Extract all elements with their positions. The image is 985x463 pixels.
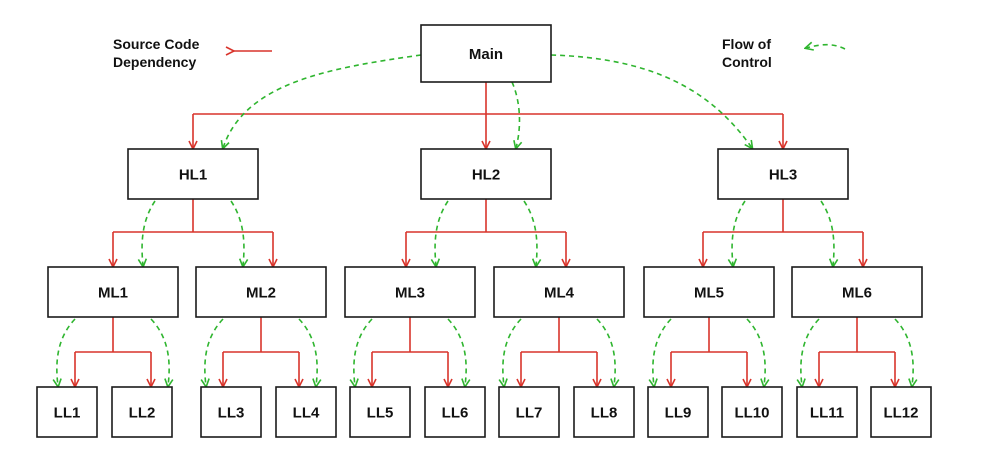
ml3-box: ML3 (344, 266, 476, 318)
flow-ml1-to-ll2 (150, 318, 169, 386)
hl1-box-label: HL1 (179, 167, 207, 184)
ll6-box-label: LL6 (442, 405, 469, 422)
flow-hl1-to-ml2 (230, 200, 244, 266)
flow-ml6-to-ll12 (894, 318, 913, 386)
ll10-box: LL10 (721, 386, 783, 438)
ll1-box-box (36, 386, 98, 438)
ll4-box-box (275, 386, 337, 438)
flow-hl3-to-ml5 (732, 200, 746, 266)
ll3-box-box (200, 386, 262, 438)
ml6-box-box (791, 266, 923, 318)
ll3-box: LL3 (200, 386, 262, 438)
ml4-box-label: ML4 (544, 285, 575, 302)
ll8-box-box (573, 386, 635, 438)
ll5-box-box (349, 386, 411, 438)
flow-ml6-to-ll11 (801, 318, 820, 386)
legend-flow-line1: Flow of (722, 36, 771, 52)
ml2-box-label: ML2 (246, 285, 276, 302)
ll3-box-label: LL3 (218, 405, 245, 422)
ll9-box: LL9 (647, 386, 709, 438)
ll6-box-box (424, 386, 486, 438)
ll4-box: LL4 (275, 386, 337, 438)
hl1-box-box (127, 148, 259, 200)
flow-hl2-to-ml3 (435, 200, 449, 266)
main-box: Main (420, 24, 552, 83)
legend-dependency: Source Code Dependency (113, 36, 272, 70)
flow-ml1-to-ll1 (57, 318, 76, 386)
ml4-box: ML4 (493, 266, 625, 318)
ll9-box-box (647, 386, 709, 438)
ll7-box-box (498, 386, 560, 438)
ll11-box-label: LL11 (810, 405, 844, 422)
ll10-box-label: LL10 (734, 405, 769, 422)
flow-ml4-to-ll7 (503, 318, 522, 386)
hl2-box: HL2 (420, 148, 552, 200)
ml1-box: ML1 (47, 266, 179, 318)
ll12-box-box (870, 386, 932, 438)
flow-ml5-to-ll10 (746, 318, 765, 386)
ml4-box-box (493, 266, 625, 318)
hl1-box: HL1 (127, 148, 259, 200)
ll8-box-label: LL8 (591, 405, 618, 422)
ml2-box: ML2 (195, 266, 327, 318)
hl3-box: HL3 (717, 148, 849, 200)
ll1-box: LL1 (36, 386, 98, 438)
flow-ml2-to-ll4 (298, 318, 317, 386)
ll7-box-label: LL7 (516, 405, 543, 422)
main-box-box (420, 24, 552, 83)
main-box-label: Main (469, 46, 503, 63)
flow-hl3-to-ml6 (820, 200, 834, 266)
hl3-box-label: HL3 (769, 167, 797, 184)
flow-ml3-to-ll6 (447, 318, 466, 386)
flow-main-to-hl2 (511, 81, 519, 148)
hl2-box-box (420, 148, 552, 200)
ll10-box-box (721, 386, 783, 438)
flow-ml3-to-ll5 (354, 318, 373, 386)
ml1-box-label: ML1 (98, 285, 128, 302)
ml6-box: ML6 (791, 266, 923, 318)
ml2-box-box (195, 266, 327, 318)
flow-ml4-to-ll8 (596, 318, 615, 386)
flow-hl2-to-ml4 (523, 200, 537, 266)
legend-flow-arrow (806, 45, 846, 49)
ll2-box: LL2 (111, 386, 173, 438)
ll2-box-label: LL2 (129, 405, 156, 422)
ll5-box: LL5 (349, 386, 411, 438)
flow-ml5-to-ll9 (653, 318, 672, 386)
ml6-box-label: ML6 (842, 285, 872, 302)
ll1-box-label: LL1 (54, 405, 81, 422)
ll5-box-label: LL5 (367, 405, 394, 422)
ll11-box-box (796, 386, 858, 438)
legend-dependency-line1: Source Code (113, 36, 200, 52)
ml1-box-box (47, 266, 179, 318)
ll12-box-label: LL12 (883, 405, 918, 422)
ml5-box: ML5 (643, 266, 775, 318)
ll2-box-box (111, 386, 173, 438)
legend-dependency-line2: Dependency (113, 54, 196, 70)
edges (57, 54, 913, 386)
ll6-box: LL6 (424, 386, 486, 438)
ll9-box-label: LL9 (665, 405, 692, 422)
ll12-box: LL12 (870, 386, 932, 438)
flow-ml2-to-ll3 (205, 318, 224, 386)
flow-main-to-hl1 (223, 54, 422, 148)
ll8-box: LL8 (573, 386, 635, 438)
ml3-box-label: ML3 (395, 285, 425, 302)
flow-hl1-to-ml1 (142, 200, 156, 266)
ml3-box-box (344, 266, 476, 318)
ll4-box-label: LL4 (293, 405, 320, 422)
hl3-box-box (717, 148, 849, 200)
ll11-box: LL11 (796, 386, 858, 438)
ll7-box: LL7 (498, 386, 560, 438)
ml5-box-label: ML5 (694, 285, 724, 302)
ml5-box-box (643, 266, 775, 318)
legend-flow-line2: Control (722, 54, 772, 70)
hl2-box-label: HL2 (472, 167, 500, 184)
legend-flow: Flow of Control (722, 36, 846, 70)
